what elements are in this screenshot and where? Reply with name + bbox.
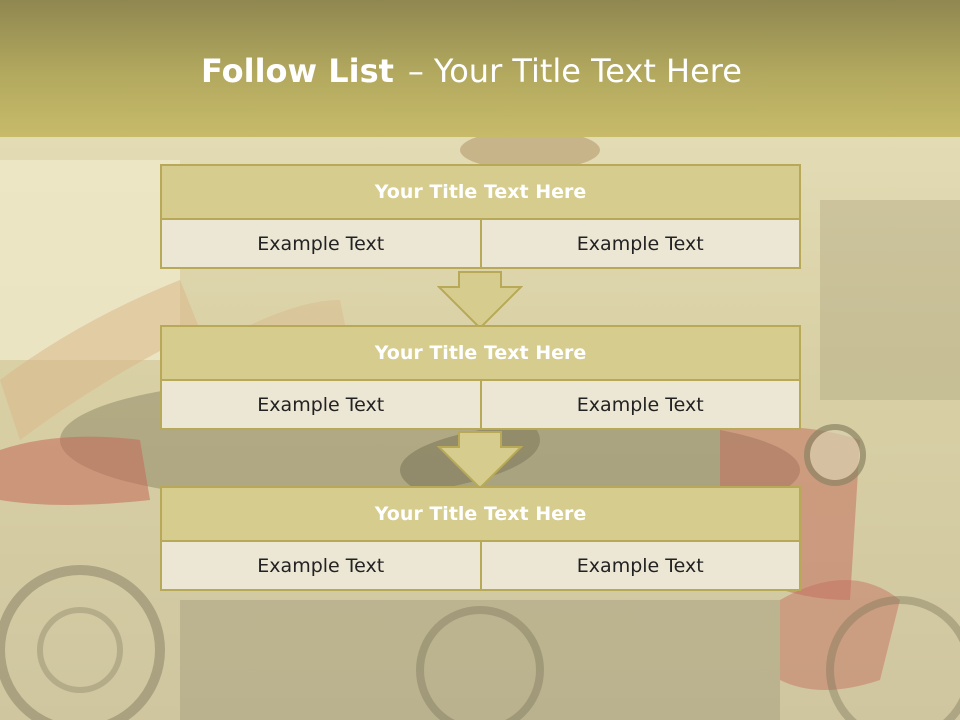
block-cell-left: Example Text [160, 381, 482, 430]
list-block-1: Your Title Text Here Example Text Exampl… [160, 164, 801, 269]
list-block-3: Your Title Text Here Example Text Exampl… [160, 486, 801, 591]
title-banner: Follow List–Your Title Text Here [0, 0, 960, 137]
block-cell-right: Example Text [481, 220, 801, 269]
block-title: Your Title Text Here [160, 325, 801, 381]
slide-title-separator: – [407, 52, 424, 90]
block-title: Your Title Text Here [160, 164, 801, 220]
block-cell-left: Example Text [160, 542, 482, 591]
slide-title-bold: Follow List [201, 52, 394, 90]
block-row: Example Text Example Text [160, 381, 801, 430]
slide-title-rest: Your Title Text Here [433, 52, 742, 90]
down-arrow-icon [437, 431, 523, 489]
block-cell-left: Example Text [160, 220, 482, 269]
block-row: Example Text Example Text [160, 542, 801, 591]
down-arrow-icon [437, 271, 523, 329]
block-title: Your Title Text Here [160, 486, 801, 542]
block-row: Example Text Example Text [160, 220, 801, 269]
list-block-2: Your Title Text Here Example Text Exampl… [160, 325, 801, 430]
slide-title: Follow List–Your Title Text Here [0, 52, 943, 90]
block-cell-right: Example Text [481, 381, 801, 430]
block-cell-right: Example Text [481, 542, 801, 591]
